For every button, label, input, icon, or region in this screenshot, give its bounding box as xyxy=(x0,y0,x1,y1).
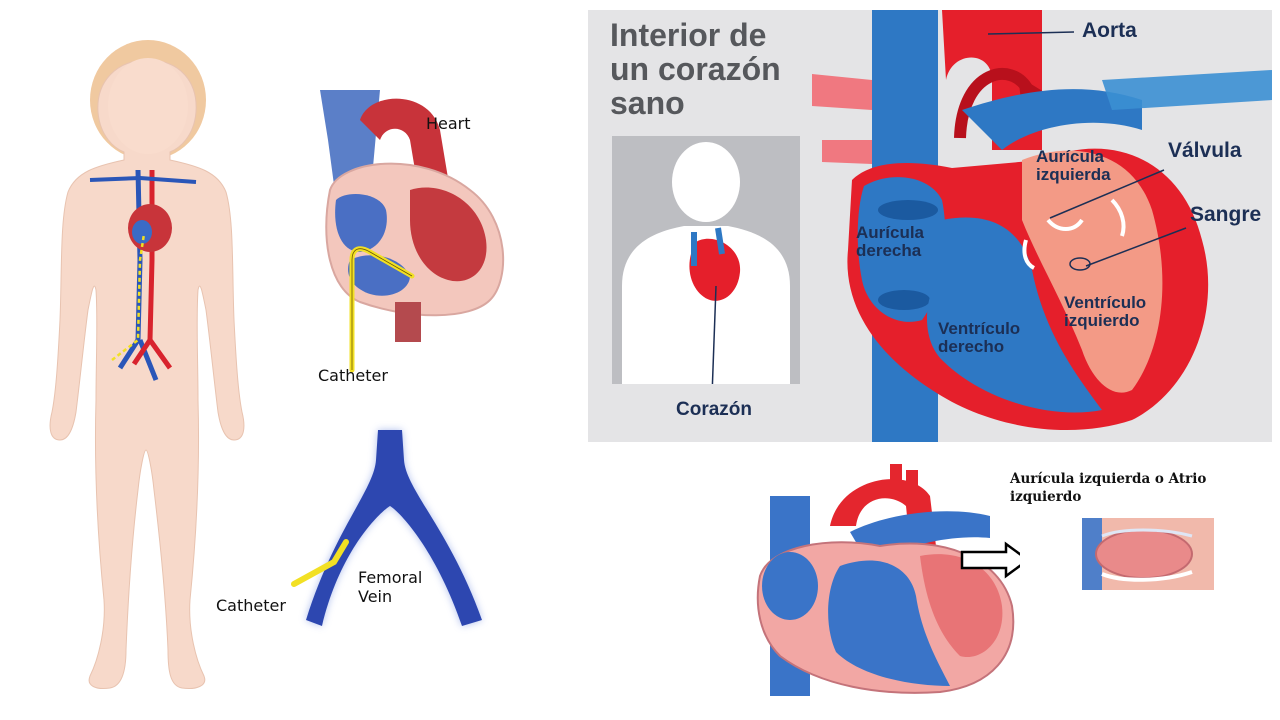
heart-catheter-illustration: Heart Catheter xyxy=(300,80,530,400)
diagram-title: Interior de un corazón sano xyxy=(610,17,781,121)
mini-heart-vessel xyxy=(691,227,725,266)
label-sangre: Sangre xyxy=(1190,203,1262,226)
valve-shape-2 xyxy=(1022,239,1036,270)
lateral-aorta-branch xyxy=(890,464,902,494)
left-atrium-illustration xyxy=(740,456,1020,706)
heart-cutaway xyxy=(320,90,505,373)
label-valvula: Válvula xyxy=(1168,139,1242,162)
leader-aorta xyxy=(987,31,1075,35)
atrium-opening-bottom xyxy=(878,290,930,310)
catheter-label-top: Catheter xyxy=(318,366,388,385)
femoral-vein xyxy=(306,430,482,626)
atrium-zoom-graphic xyxy=(1082,518,1214,590)
label-corazon: Corazón xyxy=(676,399,752,420)
child-silhouette xyxy=(622,142,790,384)
zoom-valve xyxy=(1101,570,1193,582)
femoral-vein-label: Femoral Vein xyxy=(358,568,423,606)
pointer-arrow xyxy=(960,541,1020,579)
valve-shape xyxy=(1046,218,1084,231)
catheter-outline xyxy=(351,248,413,370)
femoral-vein-illustration: Catheter Femoral Vein xyxy=(210,420,530,650)
atrium-caption: Aurícula izquierda o Atrio izquierdo xyxy=(1010,471,1207,505)
heart-interior-graphic xyxy=(812,10,1272,442)
mini-heart xyxy=(689,238,741,301)
label-ventriculo-derecho: Ventrículo derecho xyxy=(938,319,1021,356)
vein-catheter xyxy=(291,539,349,587)
body-catheter xyxy=(111,233,146,361)
label-aorta: Aorta xyxy=(1082,19,1137,42)
atrium-zoom-inset xyxy=(1082,518,1214,590)
leader-sangre xyxy=(1085,227,1187,267)
label-auricula-derecha: Aurícula derecha xyxy=(856,223,925,260)
pulmonary-artery xyxy=(962,89,1142,150)
right-atrium xyxy=(335,194,387,252)
valve-shape-3 xyxy=(1110,198,1126,237)
leader-valvula xyxy=(1049,169,1165,219)
heart-label: Heart xyxy=(426,114,471,133)
zoom-atrium xyxy=(1095,529,1193,579)
pulmonary-vessel-left xyxy=(812,74,872,110)
body-arm-veins xyxy=(89,175,197,184)
left-ventricle xyxy=(410,187,487,282)
label-auricula-izquierda: Aurícula izquierda xyxy=(1036,147,1111,184)
body-silhouette xyxy=(49,59,245,689)
left-heart-chamber xyxy=(1022,150,1163,393)
body-illustration xyxy=(20,20,260,700)
body-heart-inner xyxy=(132,220,152,244)
lateral-right-ventricle xyxy=(828,560,950,686)
face xyxy=(108,58,188,154)
lateral-right-atrium xyxy=(762,552,818,620)
label-ventriculo-izquierdo: Ventrículo izquierdo xyxy=(1064,293,1147,330)
lateral-left-chamber xyxy=(920,554,1003,658)
spanish-heart-diagram: Interior de un corazón sano xyxy=(588,10,1272,442)
inferior-vessel xyxy=(395,302,421,342)
body-figure xyxy=(49,40,245,689)
pulmonary-veins-right xyxy=(1102,70,1272,110)
right-ventricle-chamber xyxy=(927,217,1102,413)
lateral-aorta-branch-2 xyxy=(906,470,918,500)
catheter-label-bottom: Catheter xyxy=(216,596,286,615)
zoom-valve-top xyxy=(1101,528,1193,538)
heart-lateral-graphic xyxy=(756,464,1020,696)
atrium-opening-top xyxy=(878,200,938,220)
femoral-vein-graphic xyxy=(291,430,482,626)
pointer-line xyxy=(711,285,717,384)
silhouette-box xyxy=(612,136,800,384)
pulmonary-vessel-left-2 xyxy=(822,140,872,164)
